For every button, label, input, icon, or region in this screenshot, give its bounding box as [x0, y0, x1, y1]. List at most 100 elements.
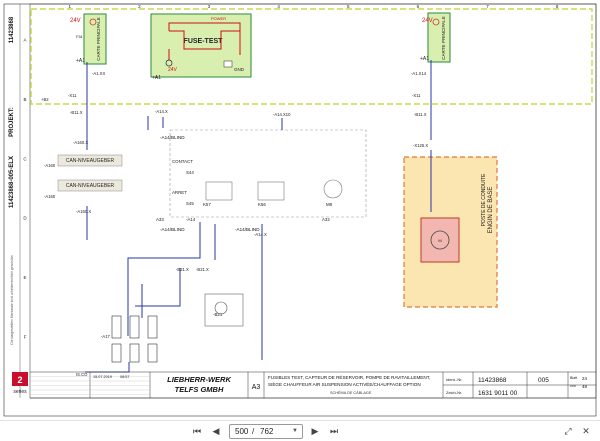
center-ref-label: -A14.X [155, 109, 168, 114]
main-board-right [427, 12, 451, 63]
right-ref-label: -X11 [412, 93, 421, 98]
right-module-voltage: 24V [422, 18, 433, 24]
b21-sensor [204, 293, 244, 327]
fuse-test-module [150, 13, 252, 78]
grid-number: 8 [556, 4, 559, 9]
grid-letter: F [24, 334, 27, 339]
side-doc-number: 11423868 [9, 16, 15, 43]
sheets-value: 48 [582, 384, 588, 389]
tb-date: 15.07.2019 [93, 375, 112, 379]
left-ref-label: -A160.X [73, 140, 88, 145]
grid-letter: A [23, 38, 26, 43]
sheet-label: Blatt [570, 376, 577, 380]
can-sensor-1 [57, 154, 123, 167]
left-ref-label: -A160 [44, 163, 56, 168]
chevron-down-icon: ▼ [292, 428, 298, 434]
fuel-pump-module [420, 217, 460, 263]
option-sub: ENGIN DE BASE [488, 187, 494, 234]
ident-value: 11423868 [478, 377, 507, 384]
close-icon[interactable]: ✕ [582, 426, 590, 436]
drawing-value: 1631 9011 00 [478, 390, 518, 397]
total-pages: 762 [260, 427, 274, 436]
left-module-voltage: 24V [70, 18, 81, 24]
page-separator: / [252, 427, 255, 436]
drawing-frame [29, 3, 597, 399]
prev-page-icon[interactable]: ◀ [212, 426, 220, 436]
left-ref-label: -A17 [101, 334, 111, 339]
brand-line-2: TELFS GMBH [175, 385, 224, 394]
left-ref-label: +B2 [41, 97, 49, 102]
left-ref-label: -A1.XX [92, 71, 105, 76]
component-label: -B21 [213, 312, 223, 317]
ident-label: Ident.-Nr. [446, 377, 462, 382]
a17-connectors [111, 315, 158, 363]
left-module-ref: F34 [76, 35, 83, 39]
mid-module-ground: GND [234, 67, 245, 72]
pdf-pager: ⏮ ◀ 500 / 762 ▼ ▶ ⏭ ⤢ ✕ [0, 420, 600, 441]
drawing-label: Zeich-Nr. [446, 390, 462, 395]
center-ref-label: -B21.X [196, 267, 209, 272]
pump-motor-icon [430, 230, 450, 250]
mid-module-pin: +A1 [152, 75, 161, 81]
component-label: M8 [326, 202, 333, 207]
blind-label: -A14/BLIND [160, 135, 185, 140]
can-sensor-2 [57, 179, 123, 192]
center-ref-label: -A14.X [254, 232, 267, 237]
side-drawing-note: Die dargestellten Merkmale sind urheberr… [10, 255, 14, 344]
first-page-icon[interactable]: ⏮ [192, 426, 202, 436]
series-logo: 2 series [12, 372, 28, 395]
blind-label: -A14/BLIND [235, 227, 260, 232]
fuse-test-circuit [168, 22, 241, 60]
center-wiring [127, 116, 283, 360]
mid-module-title: FUSE-TEST [184, 38, 224, 45]
description-line-1: FUSIBLES TEST, CAPTEUR DE RÉSERVOIR, POM… [268, 374, 430, 380]
mid-module-voltage: 24V [168, 67, 178, 73]
tb-time: 08:57 [120, 375, 130, 379]
component-label: K56 [258, 202, 266, 207]
grid-number: 7 [486, 4, 489, 9]
component-label: -A14 [186, 217, 196, 222]
current-page: 500 [235, 427, 249, 436]
fullscreen-icon[interactable]: ⤢ [564, 426, 572, 436]
sheet-value: 24 [582, 376, 588, 381]
component-label: K57 [203, 202, 211, 207]
right-supply-icon [432, 18, 440, 26]
grid-number: 3 [208, 4, 211, 9]
component-label: A32 [322, 217, 330, 222]
component-label: A33 [156, 217, 164, 222]
left-supply-icon [89, 18, 97, 26]
schema-label: SCHÉMA DE CÂBLAGE [330, 390, 372, 395]
a14-boundary [169, 129, 367, 218]
next-page-icon[interactable]: ▶ [311, 426, 319, 436]
last-page-icon[interactable]: ⏭ [329, 426, 339, 436]
grid-number: 4 [277, 4, 280, 9]
relay-box [257, 181, 285, 201]
center-ref-label: -A14.X10 [273, 112, 291, 117]
series-num: 2 [17, 375, 22, 385]
left-column-refs: -A1.XX-X11+B2-B11.X-A160.X-A160-A160-A16… [41, 71, 111, 377]
description-line-2: SIÈGE CHAUFFEUR AIR SUSPENSION ACTIVÉE/C… [268, 381, 421, 387]
grid-letter: C [23, 156, 27, 161]
mid-module-power: POWER [211, 16, 226, 21]
outer-frame [3, 3, 597, 417]
grid-letter: E [23, 275, 26, 280]
component-label: S44 [186, 170, 194, 175]
title-block-grid [30, 376, 150, 395]
right-module-title: CARTE PRINCIPALE [441, 16, 446, 60]
relay-box [205, 181, 233, 201]
grid-number: 6 [417, 4, 420, 9]
can-label-2: CAN-NIVEAUGEBER [66, 183, 115, 189]
right-module-pin: +A1 [420, 56, 429, 62]
grid-number: 5 [347, 4, 350, 9]
grid-letter: D [23, 216, 27, 221]
left-ref-label: IS.CO [76, 372, 88, 377]
page-selector[interactable]: 500 / 762 ▼ [229, 424, 303, 439]
left-ref-label: -A160 [44, 194, 56, 199]
right-ref-label: -B11.X [414, 112, 427, 117]
can-label-1: CAN-NIVEAUGEBER [66, 158, 115, 164]
blind-label: -A14/BLIND [160, 227, 185, 232]
grid-letter: B [23, 97, 26, 102]
svg-text:M: M [438, 238, 441, 243]
